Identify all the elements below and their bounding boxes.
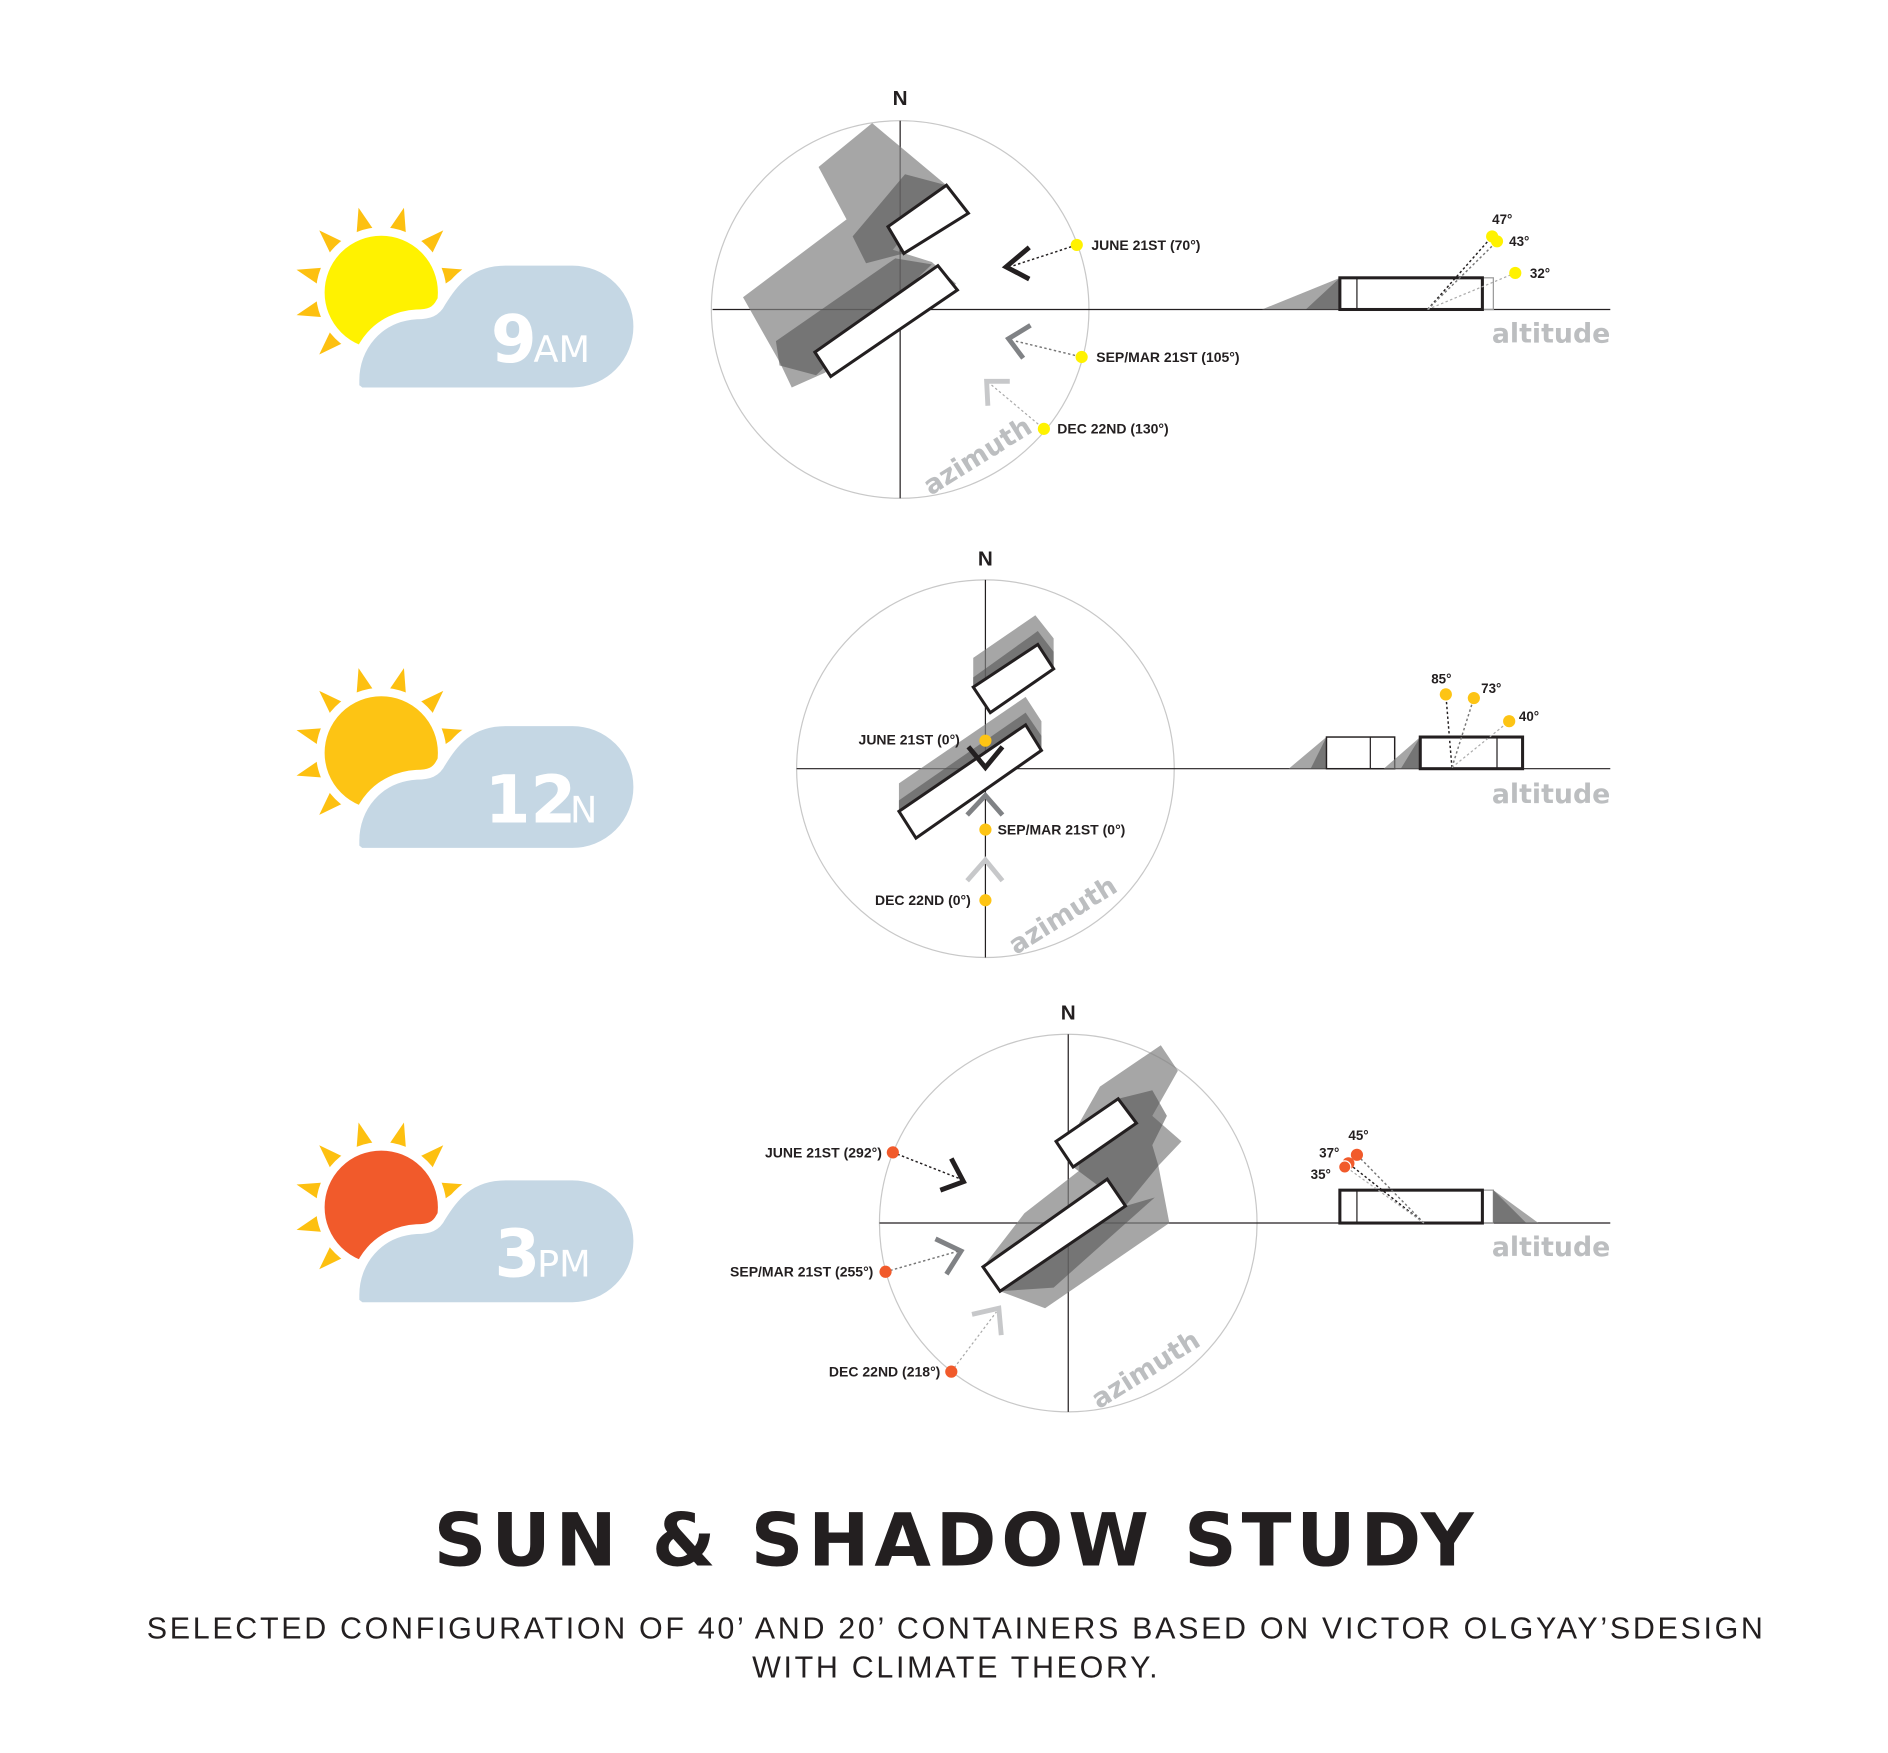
altitude-dec-label: 32° [1530, 266, 1550, 281]
azimuth-sepmar-label: SEP/MAR 21ST (255°) [730, 1264, 873, 1280]
altitude-june-label: 85° [1431, 671, 1451, 686]
row-12n: 12 N N JUNE 21ST (0°) SEP/MAR 21ST (0°) … [273, 547, 1611, 961]
arrow-sepmar [1005, 323, 1032, 360]
shadow-dark [775, 258, 932, 376]
arrow-sepmar [934, 1236, 965, 1276]
page-title: SUN & SHADOW STUDY [434, 1498, 1479, 1583]
azimuth-dec-label: DEC 22ND (130°) [1057, 421, 1168, 437]
container-20ft [971, 642, 1056, 715]
azimuth-june-label: JUNE 21ST (292°) [765, 1144, 882, 1160]
azimuth-dec-label: DEC 22ND (218°) [829, 1364, 940, 1380]
container-20ft [1053, 1096, 1139, 1170]
altitude-label: altitude [1492, 779, 1610, 810]
altitude-sepmar-label: 37° [1319, 1145, 1339, 1160]
altitude-dec-label: 35° [1311, 1167, 1331, 1182]
shadow-dark [852, 174, 947, 264]
arrow-dec [971, 1305, 1004, 1336]
row-3pm: 3 PM N JUNE 21ST (292°) SEP/MAR 21ST (25… [273, 1002, 1611, 1415]
weather-icon-12n: 12 N [273, 645, 638, 861]
arrow-june [939, 1157, 967, 1193]
weather-icon-9am: 9 AM [273, 185, 638, 400]
sun-position-dec [1037, 422, 1050, 435]
sun-position-june [1070, 238, 1083, 252]
time-suffix: N [570, 788, 597, 831]
container-elevation [1338, 276, 1484, 312]
time-number: 3 [495, 1216, 541, 1293]
arrow-june [966, 745, 1005, 772]
time-suffix: PM [537, 1243, 591, 1286]
arrow-june [1001, 245, 1031, 282]
container-elevation [1418, 735, 1525, 771]
altitude-sepmar-label: 43° [1509, 234, 1529, 249]
time-number: 12 [485, 761, 577, 838]
container-40ft [812, 263, 960, 379]
altitude-section: 85° 73° 40° altitude [1288, 671, 1610, 810]
azimuth-sepmar-label: SEP/MAR 21ST (105°) [1096, 349, 1239, 365]
azimuth-sepmar-label: SEP/MAR 21ST (0°) [998, 821, 1126, 837]
altitude-june-label: 45° [1348, 1128, 1368, 1143]
altitude-section: 45° 37° 35° altitude [1311, 1128, 1611, 1263]
time-suffix: AM [534, 328, 591, 371]
altitude-sepmar-label: 73° [1481, 681, 1501, 696]
north-label: N [978, 547, 993, 570]
altitude-dec-label: 40° [1519, 709, 1539, 724]
azimuth-plan: N JUNE 21ST (0°) SEP/MAR 21ST (0°) DEC 2… [796, 547, 1611, 961]
azimuth-june-label: JUNE 21ST (0°) [859, 731, 960, 747]
container-40ft [896, 722, 1044, 841]
azimuth-plan: N JUNE 21ST (292°) SEP/MAR 21ST (255°) D… [730, 1002, 1611, 1415]
container-40ft [980, 1177, 1128, 1294]
altitude-section: 47° 43° 32° altitude [1261, 212, 1610, 349]
arrow-sepmar [965, 791, 1005, 817]
arrow-dec [984, 378, 1010, 406]
north-label: N [1061, 1002, 1076, 1025]
subtitle-line-1: SELECTED CONFIGURATION OF 40’ AND 20’ CO… [147, 1611, 1766, 1645]
north-label: N [893, 87, 908, 110]
row-9am: 9 AM N JUNE 21ST (70°) SEP/MAR 21ST (105… [273, 87, 1611, 502]
container-20ft [885, 183, 971, 256]
altitude-label: altitude [1492, 318, 1610, 349]
arrow-dec [965, 856, 1005, 883]
altitude-label: altitude [1492, 1232, 1610, 1263]
azimuth-june-label: JUNE 21ST (70°) [1091, 237, 1200, 253]
time-number: 9 [491, 301, 537, 378]
altitude-june-label: 47° [1492, 212, 1512, 227]
weather-icon-3pm: 3 PM [273, 1099, 638, 1315]
sun-position-sepmar [1075, 350, 1088, 364]
subtitle-line-2: WITH CLIMATE THEORY. [752, 1650, 1160, 1684]
container-elevation [1338, 1188, 1484, 1225]
azimuth-dec-label: DEC 22ND (0°) [875, 892, 971, 908]
